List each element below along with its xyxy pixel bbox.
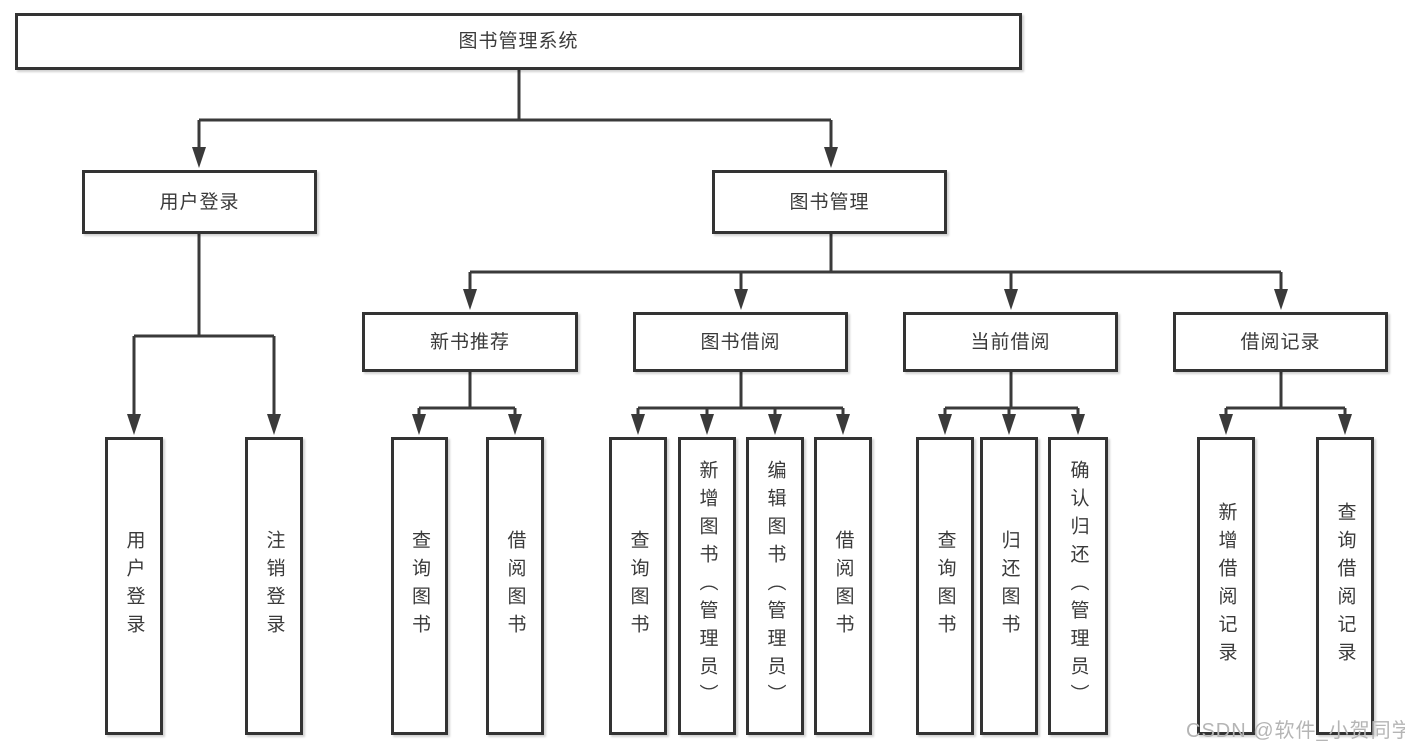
node-book-management: 图书管理 <box>712 170 947 234</box>
arrowheads <box>127 147 1352 435</box>
node-new-book-recommend-label: 新书推荐 <box>429 331 510 353</box>
leaf-query-borrow-record-label: 查询借阅记录 <box>1334 502 1356 670</box>
leaf-borrow-query-book: 查询图书 <box>609 437 667 735</box>
node-borrow-record: 借阅记录 <box>1173 312 1388 372</box>
node-current-borrow-label: 当前借阅 <box>970 331 1051 353</box>
node-book-borrow-label: 图书借阅 <box>700 331 781 353</box>
leaf-return-book-label: 归还图书 <box>998 530 1020 642</box>
leaf-edit-book-admin-label: 编辑图书（管理员） <box>764 460 786 712</box>
node-current-borrow: 当前借阅 <box>903 312 1118 372</box>
node-user-login: 用户登录 <box>82 170 317 234</box>
leaf-add-borrow-record: 新增借阅记录 <box>1197 437 1255 735</box>
leaf-user-login: 用户登录 <box>105 437 163 735</box>
node-book-management-label: 图书管理 <box>789 191 870 213</box>
leaf-user-login-label: 用户登录 <box>123 530 145 642</box>
leaf-add-book-admin: 新增图书（管理员） <box>678 437 736 735</box>
leaf-recommend-borrow-book: 借阅图书 <box>486 437 544 735</box>
leaf-borrow-query-book-label: 查询图书 <box>627 530 649 642</box>
leaf-return-book: 归还图书 <box>980 437 1038 735</box>
node-root-label: 图书管理系统 <box>458 31 579 52</box>
leaf-borrow-borrow-book: 借阅图书 <box>814 437 872 735</box>
watermark: CSDN @软件_小贺同学 <box>1186 720 1405 742</box>
leaf-edit-book-admin: 编辑图书（管理员） <box>746 437 804 735</box>
leaf-logout-login-label: 注销登录 <box>263 530 285 642</box>
leaf-confirm-return-admin: 确认归还（管理员） <box>1048 437 1108 735</box>
leaf-confirm-return-admin-label: 确认归还（管理员） <box>1067 460 1089 712</box>
leaf-query-borrow-record: 查询借阅记录 <box>1316 437 1374 735</box>
leaf-add-borrow-record-label: 新增借阅记录 <box>1215 502 1237 670</box>
leaf-logout-login: 注销登录 <box>245 437 303 735</box>
node-user-login-label: 用户登录 <box>159 191 240 213</box>
node-borrow-record-label: 借阅记录 <box>1240 331 1321 353</box>
leaf-add-book-admin-label: 新增图书（管理员） <box>696 460 718 712</box>
leaf-borrow-borrow-book-label: 借阅图书 <box>832 530 854 642</box>
node-new-book-recommend: 新书推荐 <box>362 312 578 372</box>
leaf-current-query-book: 查询图书 <box>916 437 974 735</box>
leaf-recommend-query-book: 查询图书 <box>391 437 448 735</box>
node-book-borrow: 图书借阅 <box>633 312 848 372</box>
leaf-recommend-borrow-book-label: 借阅图书 <box>504 530 526 642</box>
leaf-current-query-book-label: 查询图书 <box>934 530 956 642</box>
leaf-recommend-query-book-label: 查询图书 <box>409 530 430 642</box>
node-root: 图书管理系统 <box>15 13 1022 70</box>
